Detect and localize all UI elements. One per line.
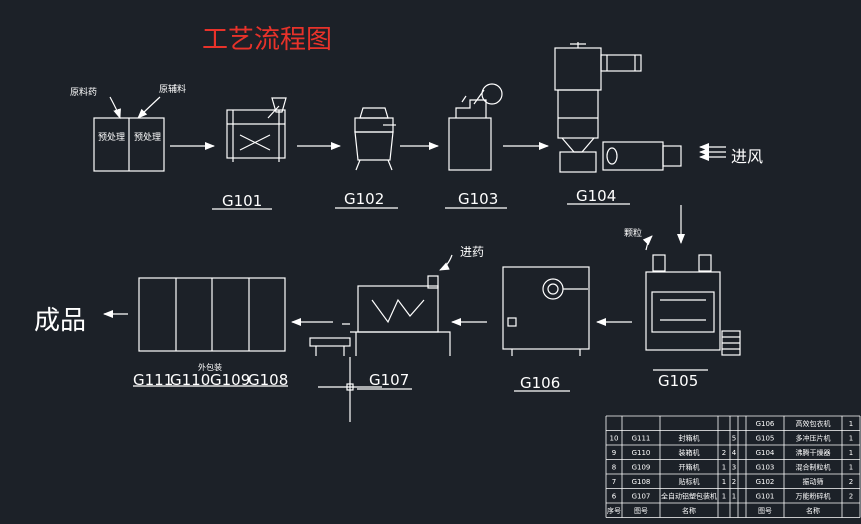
table-cell: 6 bbox=[612, 492, 617, 500]
table-cell: 5 bbox=[732, 434, 736, 442]
table-cell: G108 bbox=[632, 478, 651, 486]
outer-packing-block bbox=[138, 277, 286, 352]
table-cell: 9 bbox=[612, 449, 616, 457]
table-cell: G103 bbox=[756, 463, 775, 471]
table-cell: 2 bbox=[722, 449, 726, 457]
table-cell: G101 bbox=[756, 492, 775, 500]
table-cell: G106 bbox=[756, 420, 775, 428]
table-cell: G111 bbox=[632, 434, 651, 442]
table-cell: 开箱机 bbox=[679, 462, 700, 471]
excipient-label: 原辅料 bbox=[159, 83, 186, 95]
tablet-press-icon bbox=[642, 235, 741, 356]
mixer-granulator-icon bbox=[448, 83, 503, 171]
table-cell: 图号 bbox=[758, 507, 772, 515]
table-cell: 沸腾干燥器 bbox=[796, 448, 831, 457]
station-label: G103 bbox=[458, 190, 498, 208]
table-cell: 图号 bbox=[634, 507, 648, 515]
blister-packer-icon bbox=[309, 254, 453, 356]
table-cell: 名称 bbox=[806, 506, 820, 515]
air-intake-label: 进风 bbox=[731, 147, 763, 166]
table-cell: G107 bbox=[632, 492, 651, 500]
raw-drug-label: 原料药 bbox=[70, 86, 97, 98]
station-label: G101 bbox=[222, 192, 262, 210]
table-cell: 2 bbox=[732, 478, 736, 486]
station-label: G102 bbox=[344, 190, 384, 208]
station-label: G106 bbox=[520, 374, 560, 392]
table-cell: 7 bbox=[612, 478, 616, 486]
pack-code: G111 bbox=[133, 371, 173, 389]
vibrating-sieve-icon bbox=[354, 107, 396, 171]
table-cell: 1 bbox=[849, 463, 853, 471]
outer-pack-label: 外包装 bbox=[198, 362, 222, 372]
table-cell: 1 bbox=[732, 492, 736, 500]
feed-label: 进药 bbox=[460, 245, 484, 259]
table-cell: 贴标机 bbox=[679, 477, 700, 486]
station-label: G105 bbox=[658, 372, 698, 390]
table-cell: 1 bbox=[722, 463, 726, 471]
table-cell: 2 bbox=[849, 492, 853, 500]
pretreat-label-1: 预处理 bbox=[98, 131, 125, 143]
crosshair-cursor-icon bbox=[318, 357, 382, 422]
table-cell: G110 bbox=[632, 449, 651, 457]
table-cell: 3 bbox=[732, 463, 736, 471]
station-label: G104 bbox=[576, 187, 616, 205]
table-cell: 1 bbox=[849, 449, 853, 457]
pack-code: G108 bbox=[248, 371, 288, 389]
table-cell: 2 bbox=[849, 478, 853, 486]
table-cell: 1 bbox=[722, 478, 726, 486]
table-cell: 10 bbox=[610, 434, 619, 442]
table-cell: 序号 bbox=[607, 506, 621, 515]
table-cell: 8 bbox=[612, 463, 616, 471]
pack-code: G110 bbox=[170, 371, 210, 389]
finished-product-label: 成品 bbox=[34, 306, 86, 336]
table-cell: 封箱机 bbox=[679, 433, 700, 442]
diagram-title: 工艺流程图 bbox=[202, 25, 332, 55]
table-cell: 装箱机 bbox=[679, 448, 700, 457]
table-cell: G105 bbox=[756, 434, 775, 442]
granule-label: 颗粒 bbox=[624, 227, 642, 239]
table-cell: 4 bbox=[732, 449, 737, 457]
table-cell: 1 bbox=[722, 492, 726, 500]
table-cell: 1 bbox=[849, 420, 853, 428]
table-cell: 振动筛 bbox=[803, 477, 824, 486]
fluid-bed-dryer-icon bbox=[554, 42, 682, 173]
pack-code: G109 bbox=[210, 371, 250, 389]
crusher-icon bbox=[226, 97, 287, 162]
table-cell: 1 bbox=[849, 434, 853, 442]
table-cell: 万能粉碎机 bbox=[796, 491, 831, 500]
coating-machine-icon bbox=[502, 266, 590, 356]
table-cell: 高效包衣机 bbox=[796, 419, 831, 428]
table-cell: 全自动铝塑包装机 bbox=[661, 491, 717, 500]
station-label: G107 bbox=[369, 371, 409, 389]
table-cell: G109 bbox=[632, 463, 651, 471]
table-cell: G104 bbox=[756, 449, 775, 457]
pretreat-label-2: 预处理 bbox=[134, 131, 161, 143]
table-cell: 混合制粒机 bbox=[796, 462, 831, 471]
table-cell: 多冲压片机 bbox=[796, 433, 831, 442]
table-cell: 名称 bbox=[682, 506, 696, 515]
table-cell: G102 bbox=[756, 478, 775, 486]
